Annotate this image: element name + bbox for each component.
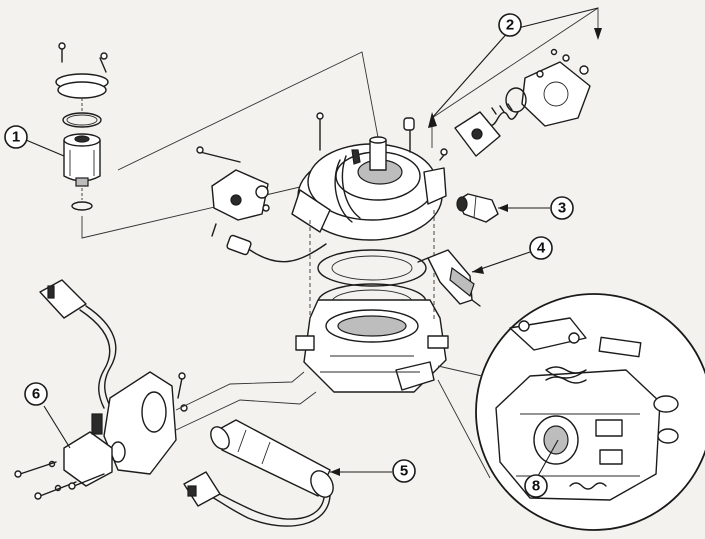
callout-3-label: 3 — [558, 200, 566, 217]
throttle-position-bracket — [196, 146, 327, 263]
part-3-plug — [456, 193, 499, 223]
inset-detail — [437, 293, 705, 531]
callout-1-label: 1 — [12, 129, 20, 146]
callout-8-label: 8 — [532, 478, 540, 495]
callout-4: 4 — [529, 236, 553, 260]
part-1-solenoid — [55, 42, 109, 211]
callout-6-label: 6 — [32, 386, 40, 403]
callout-2: 2 — [498, 13, 522, 37]
callout-3: 3 — [550, 196, 574, 220]
callout-4-label: 4 — [537, 240, 546, 257]
part-4-sensor — [417, 249, 481, 307]
callout-1: 1 — [4, 125, 65, 157]
carburetor-main-body — [291, 112, 449, 393]
part-6-switch-bracket — [14, 279, 188, 500]
callout-5-label: 5 — [400, 463, 408, 480]
callout-5: 5 — [392, 459, 416, 483]
part-5-actuator — [183, 419, 334, 527]
callout-8: 8 — [524, 474, 548, 498]
part-2-diaphragm — [431, 7, 599, 161]
callout-6: 6 — [24, 382, 71, 449]
callout-2-label: 2 — [506, 17, 514, 34]
